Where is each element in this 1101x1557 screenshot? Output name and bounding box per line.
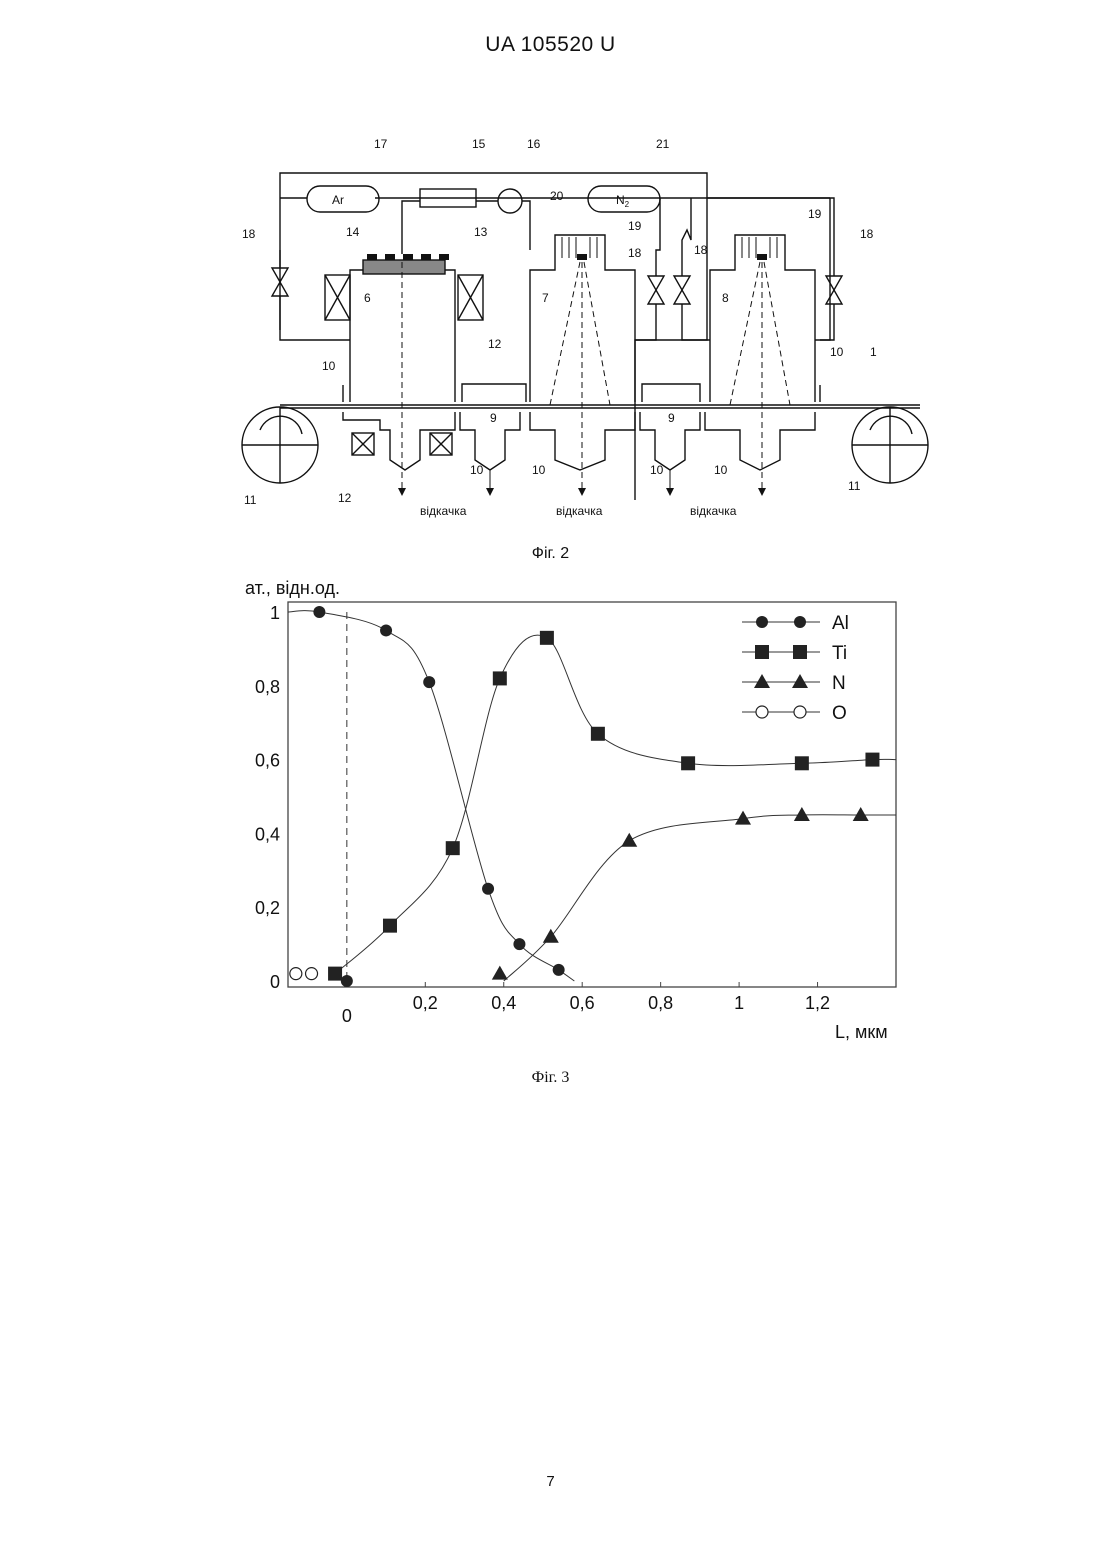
pump-label-3: відкачка — [690, 504, 737, 518]
data-point-ti — [681, 756, 695, 770]
pump-label-1: відкачка — [420, 504, 467, 518]
data-point-ti — [865, 753, 879, 767]
label-18-c: 18 — [694, 243, 708, 257]
label-10-d: 10 — [650, 463, 664, 477]
legend-label-al: Al — [832, 613, 849, 634]
label-21: 21 — [656, 137, 670, 151]
label-9-a: 9 — [490, 411, 497, 425]
data-point-ti — [540, 631, 554, 645]
label-18-d: 18 — [860, 227, 874, 241]
label-1: 1 — [870, 345, 877, 359]
legend-label-o: O — [832, 703, 847, 724]
label-8: 8 — [722, 291, 729, 305]
data-point-ti — [446, 841, 460, 855]
x-tick-label-zero: 0 — [342, 1006, 352, 1026]
label-11-b: 11 — [848, 479, 861, 493]
data-point-al — [313, 606, 325, 618]
data-point-n — [853, 807, 869, 821]
label-20: 20 — [550, 189, 564, 203]
label-15: 15 — [472, 137, 486, 151]
label-10-e: 10 — [714, 463, 728, 477]
label-10-a: 10 — [322, 359, 336, 373]
legend-marker-o — [756, 706, 768, 718]
x-tick-label: 1,2 — [805, 993, 830, 1013]
label-10-b: 10 — [470, 463, 484, 477]
legend-marker-ti — [793, 645, 807, 659]
label-17: 17 — [374, 137, 388, 151]
label-10-c: 10 — [532, 463, 546, 477]
x-tick-label: 0,2 — [413, 993, 438, 1013]
legend-marker-o — [794, 706, 806, 718]
data-point-n — [543, 929, 559, 943]
label-14: 14 — [346, 225, 360, 239]
data-point-al — [423, 676, 435, 688]
data-point-ti — [383, 919, 397, 933]
label-6: 6 — [364, 291, 371, 305]
x-tick-label: 0,4 — [491, 993, 516, 1013]
y-axis-label: ат., відн.од. — [245, 578, 340, 598]
data-point-ti — [591, 727, 605, 741]
label-18-a: 18 — [242, 227, 256, 241]
label-19-a: 19 — [628, 219, 642, 233]
data-point-o — [306, 968, 318, 980]
concentration-chart: ат., відн.од. L, мкм 0 0,2 0,4 0,6 0,8 1 0,2 0,… — [230, 572, 920, 1052]
label-13: 13 — [474, 225, 488, 239]
x-axis-label: L, мкм — [835, 1022, 888, 1042]
label-7: 7 — [542, 291, 549, 305]
label-19-b: 19 — [808, 207, 822, 221]
series-line-ti — [335, 635, 896, 973]
data-point-ti — [795, 756, 809, 770]
data-point-al — [341, 975, 353, 987]
data-point-o — [290, 968, 302, 980]
patent-number: UA 105520 U — [0, 33, 1101, 57]
plot-frame — [288, 602, 896, 987]
argon-label: Ar — [332, 193, 344, 207]
y-tick-label: 0,6 — [255, 751, 280, 771]
data-point-al — [380, 624, 392, 636]
y-tick-label: 0 — [270, 972, 280, 992]
label-12-b: 12 — [338, 491, 352, 505]
legend-marker-ti — [755, 645, 769, 659]
label-9-b: 9 — [668, 411, 675, 425]
x-tick-label: 0,6 — [570, 993, 595, 1013]
y-tick-label: 0,2 — [255, 898, 280, 918]
data-point-ti — [493, 671, 507, 685]
series-line-al — [288, 611, 574, 981]
page-number: 7 — [0, 1473, 1101, 1490]
data-point-n — [794, 807, 810, 821]
x-tick-label: 1 — [734, 993, 744, 1013]
legend-label-ti: Ti — [832, 643, 847, 664]
data-point-al — [482, 883, 494, 895]
label-16: 16 — [527, 137, 541, 151]
y-tick-label: 1 — [270, 603, 280, 623]
figure-2-caption: Фіг. 2 — [0, 545, 1101, 563]
label-10-f: 10 — [830, 345, 844, 359]
y-tick-label: 0,4 — [255, 824, 280, 844]
legend-label-n: N — [832, 673, 846, 694]
pump-label-2: відкачка — [556, 504, 603, 518]
data-point-al — [553, 964, 565, 976]
series-line-n — [504, 815, 896, 981]
apparatus-schematic: Ar N2 17 15 16 21 20 19 19 18 18 18 18 1… — [230, 130, 940, 530]
data-point-n — [492, 966, 508, 980]
data-point-al — [513, 938, 525, 950]
legend-marker-n — [754, 674, 770, 688]
label-18-b: 18 — [628, 246, 642, 260]
x-tick-label: 0,8 — [648, 993, 673, 1013]
legend-marker-al — [794, 616, 806, 628]
data-point-n — [621, 833, 637, 847]
nitrogen-label: N2 — [616, 193, 630, 209]
legend-marker-al — [756, 616, 768, 628]
legend-marker-n — [792, 674, 808, 688]
data-point-ti — [328, 967, 342, 981]
label-11-a: 11 — [244, 493, 257, 507]
label-12-a: 12 — [488, 337, 502, 351]
y-tick-label: 0,8 — [255, 677, 280, 697]
figure-3-caption: Фіг. 3 — [0, 1069, 1101, 1087]
